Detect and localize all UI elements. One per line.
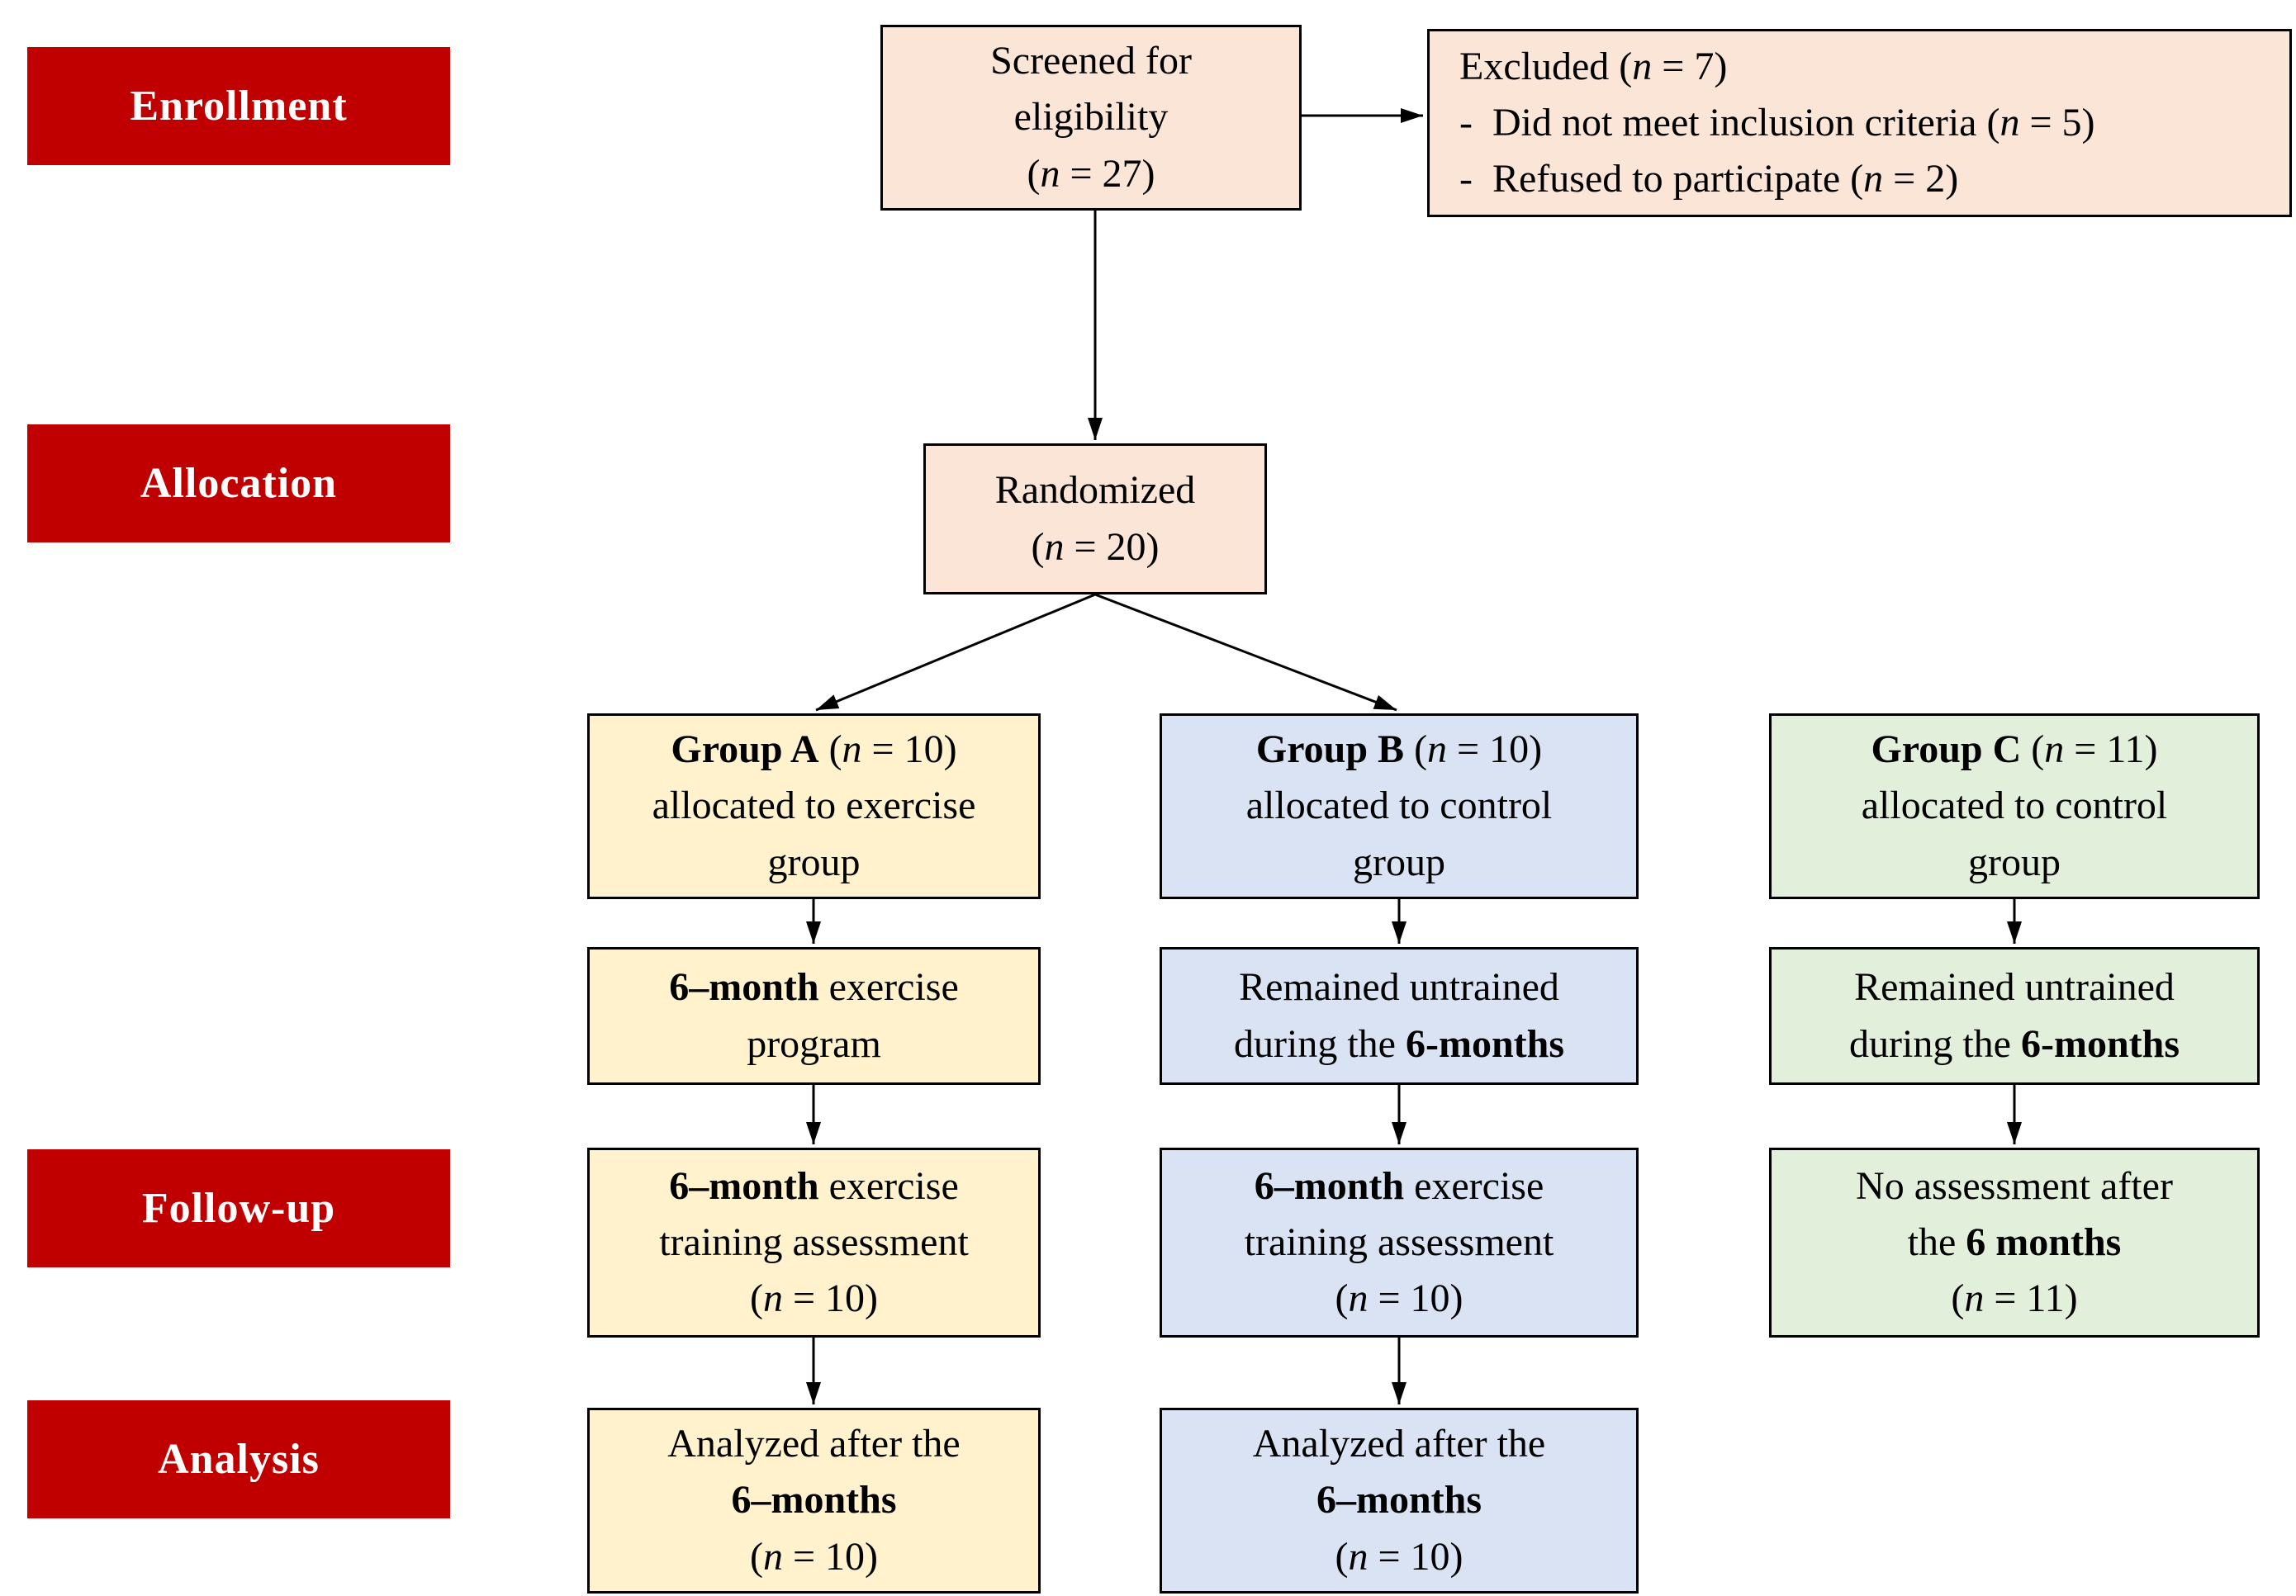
stage-label-text: Analysis xyxy=(158,1436,320,1483)
stage-label-text: Follow-up xyxy=(141,1185,336,1232)
stage-label-text: Enrollment xyxy=(130,83,348,130)
stage-label-allocation: Allocation xyxy=(27,424,450,542)
flow-box-text-line: (n = 10) xyxy=(749,1276,879,1321)
flow-box-text-line: group xyxy=(1968,840,2061,884)
flow-box-analyzed-a: Analyzed after the 6–months (n = 10) xyxy=(587,1408,1041,1594)
flow-box-text-line: Group C (n = 11) xyxy=(1871,727,2158,772)
flow-box-text-line: (n = 10) xyxy=(749,1534,879,1579)
flow-box-text-line: 6–month exercise xyxy=(1254,1163,1544,1208)
flow-box-text-line: Randomized xyxy=(994,468,1196,513)
flow-box-text-line: (n = 20) xyxy=(1031,524,1160,569)
arrow-randomized-to-group-a xyxy=(815,593,1096,712)
flow-box-text-line: Analyzed after the xyxy=(667,1422,961,1466)
flow-box-text-line: allocated to control xyxy=(1245,784,1553,828)
flow-box-text-line: training assessment xyxy=(1244,1219,1554,1264)
flow-box-text-line: Group B (n = 10) xyxy=(1255,727,1543,772)
flow-box-text-line: allocated to exercise xyxy=(652,784,976,828)
flow-box-excluded: Excluded (n = 7) - Did not meet inclusion… xyxy=(1427,29,2292,217)
flow-box-screened: Screened for eligibility (n = 27) xyxy=(880,25,1302,211)
flow-box-text-line: - Did not meet inclusion criteria (n = 5… xyxy=(1459,100,2095,144)
flow-box-no-assessment-c: No assessment after the 6 months (n = 11) xyxy=(1769,1148,2260,1338)
flow-box-untrained-b: Remained untrained during the 6-months xyxy=(1160,947,1639,1085)
flow-box-assessment-a: 6–month exercise training assessment (n = … xyxy=(587,1148,1041,1338)
flow-box-text-line: eligibility xyxy=(1013,95,1169,140)
flow-box-text-line: Excluded (n = 7) xyxy=(1459,44,1728,88)
flow-box-randomized: Randomized (n = 20) xyxy=(923,443,1267,594)
flow-box-text-line: 6–months xyxy=(731,1478,897,1523)
stage-label-text: Allocation xyxy=(140,460,338,507)
flow-box-text-line: 6–month exercise xyxy=(669,1163,959,1208)
flow-box-text-line: the 6 months xyxy=(1907,1219,2122,1264)
flow-box-text-line: 6–months xyxy=(1316,1478,1482,1523)
flow-box-text-line: No assessment after xyxy=(1856,1163,2173,1208)
flow-box-text-line: (n = 10) xyxy=(1335,1534,1463,1579)
flow-box-program-a: 6–month exercise program xyxy=(587,947,1041,1085)
flow-box-assessment-b: 6–month exercise training assessment (n = … xyxy=(1160,1148,1639,1338)
arrow-randomized-to-group-b xyxy=(1094,593,1397,712)
flow-box-untrained-c: Remained untrained during the 6-months xyxy=(1769,947,2260,1085)
stage-label-follow-up: Follow-up xyxy=(27,1149,450,1267)
flow-box-text-line: (n = 11) xyxy=(1951,1276,2078,1321)
flow-box-text-line: during the 6-months xyxy=(1234,1021,1564,1066)
flow-box-text-line: Remained untrained xyxy=(1239,965,1559,1010)
flow-box-text-line: Analyzed after the xyxy=(1252,1422,1546,1466)
flow-box-text-line: (n = 27) xyxy=(1027,151,1155,196)
flow-box-group-b: Group B (n = 10) allocated to control grou… xyxy=(1160,713,1639,899)
flow-box-group-a: Group A (n = 10) allocated to exercise gro… xyxy=(587,713,1041,899)
flow-box-text-line: group xyxy=(767,840,861,884)
flow-box-analyzed-b: Analyzed after the 6–months (n = 10) xyxy=(1160,1408,1639,1594)
stage-label-analysis: Analysis xyxy=(27,1400,450,1518)
flow-box-text-line: during the 6-months xyxy=(1849,1021,2180,1066)
flow-box-text-line: training assessment xyxy=(659,1219,969,1264)
flow-box-text-line: Group A (n = 10) xyxy=(671,727,957,772)
flow-box-text-line: Remained untrained xyxy=(1854,965,2175,1010)
flow-box-text-line: - Refused to participate (n = 2) xyxy=(1459,157,1959,201)
flow-box-text-line: Screened for xyxy=(990,39,1192,83)
flow-box-group-c: Group C (n = 11) allocated to control grou… xyxy=(1769,713,2260,899)
flow-box-text-line: (n = 10) xyxy=(1335,1276,1463,1321)
flow-box-text-line: program xyxy=(747,1021,881,1066)
flow-box-text-line: group xyxy=(1353,840,1445,884)
flow-box-text-line: allocated to control xyxy=(1861,784,2168,828)
flow-box-text-line: 6–month exercise xyxy=(669,965,959,1010)
stage-label-enrollment: Enrollment xyxy=(27,47,450,165)
